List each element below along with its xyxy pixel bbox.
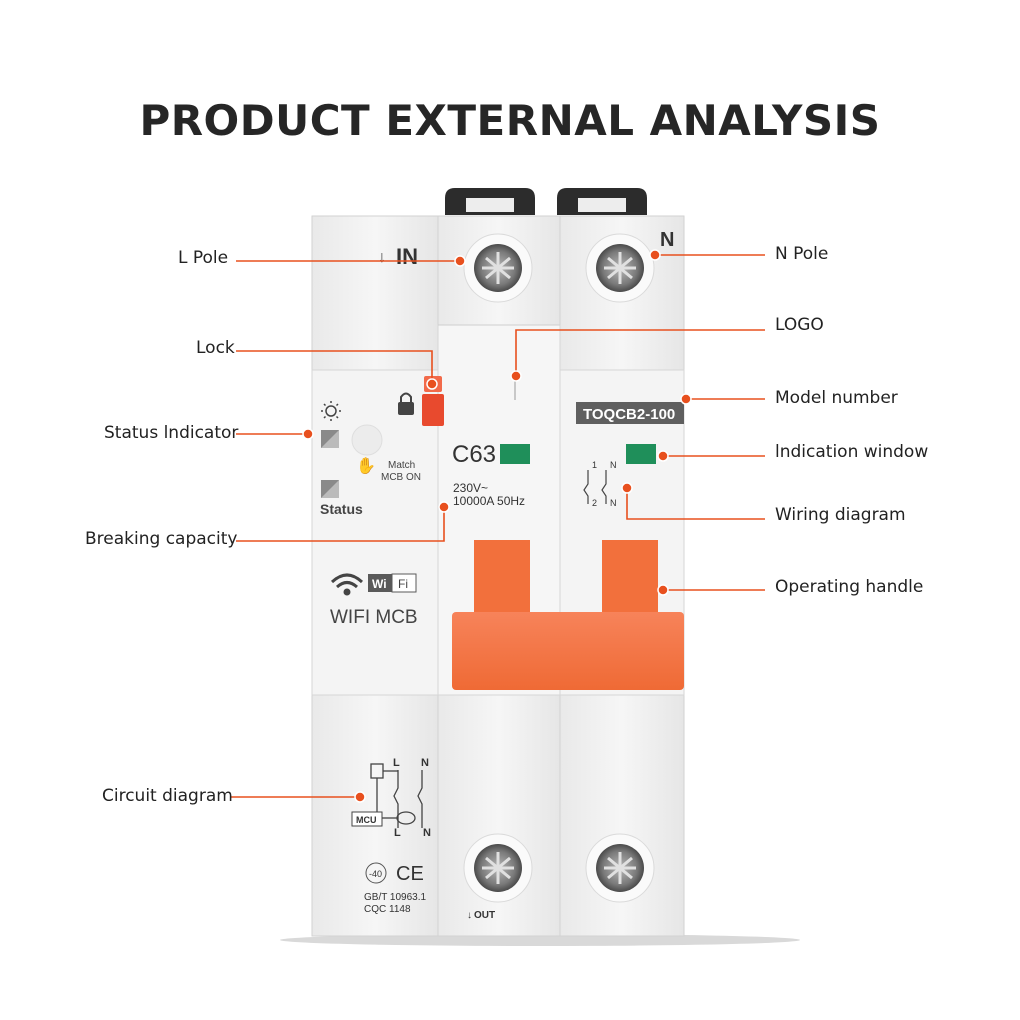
label-status-indicator: Status lndicator	[104, 423, 239, 443]
temp-text: -40	[369, 869, 382, 879]
wifi-front-panel	[311, 369, 439, 696]
clip-slot-left	[466, 198, 514, 212]
label-l-pole: L Pole	[178, 248, 229, 268]
diagram-n-bottom: N	[423, 827, 431, 839]
base-shadow	[280, 934, 800, 946]
model-text: TOQCB2-100	[583, 406, 675, 423]
hand-icon: ✋	[356, 456, 376, 475]
fi-text: Fi	[398, 577, 408, 591]
page-title: PRODUCT EXTERNAL ANALYSIS	[139, 96, 881, 145]
label-wiring-diagram: Wiring diagram	[775, 505, 906, 525]
lock-slider	[422, 394, 444, 426]
label-lock: Lock	[196, 338, 235, 358]
label-operating-handle: Operating handle	[775, 577, 924, 597]
wi-text: Wi	[372, 577, 387, 591]
wiring-1: 1	[592, 460, 597, 470]
status-text: Status	[320, 501, 363, 517]
rating-text: C63	[452, 441, 496, 468]
operating-handle[interactable]	[452, 612, 684, 690]
in-label: IN	[396, 244, 418, 269]
wi-badge	[368, 574, 392, 592]
match-text-1: Match	[388, 460, 415, 471]
wifi-icon	[330, 573, 364, 596]
snowflake-icon	[365, 862, 387, 884]
sun-icon	[321, 401, 341, 421]
wiring-diagram	[583, 470, 607, 504]
match-text-2: MCB ON	[381, 472, 421, 483]
label-breaking-capacity: Breaking capacity	[85, 529, 238, 549]
label-indication-window: lndication window	[775, 442, 929, 462]
padlock-icon	[398, 392, 414, 415]
ce-mark: CE	[396, 863, 424, 885]
clip-slot-right	[578, 198, 626, 212]
callout-lines	[230, 254, 765, 798]
wiring-2: 2	[592, 498, 597, 508]
callout-dots	[302, 249, 692, 803]
label-logo: LOGO	[775, 315, 824, 335]
label-model-number: Model number	[775, 388, 898, 408]
wiring-n-top: N	[610, 460, 617, 470]
in-arrow-icon: ↓	[378, 249, 386, 266]
model-badge	[576, 402, 684, 424]
indication-window-l	[500, 444, 530, 464]
handle-n-upper	[602, 540, 658, 620]
label-circuit-diagram: Circuit diagram	[102, 786, 233, 806]
handle-l-upper	[474, 540, 530, 620]
diagram-l-bottom: L	[394, 827, 401, 839]
wiring-n-bottom: N	[610, 498, 617, 508]
standard-1: GB/T 10963.1	[364, 892, 427, 903]
mcu-box	[351, 811, 383, 827]
capacity-text: 10000A 50Hz	[453, 494, 525, 508]
mcu-text: MCU	[356, 815, 377, 825]
out-text: OUT	[474, 910, 495, 921]
n-label: N	[660, 229, 674, 251]
standard-2: CQC 1148	[364, 904, 411, 915]
circuit-diagram	[370, 763, 423, 828]
voltage-text: 230V~	[453, 481, 488, 495]
fi-badge	[391, 573, 417, 593]
logo-mark	[514, 372, 516, 400]
label-n-pole: N Pole	[775, 244, 829, 264]
indication-window-n	[626, 444, 656, 464]
diagram-l-top: L	[393, 757, 400, 769]
diagram-n-top: N	[421, 757, 429, 769]
out-arrow-icon: ↓	[467, 910, 472, 921]
match-button	[351, 424, 383, 456]
wifi-mcb-text: WIFI MCB	[330, 607, 418, 628]
